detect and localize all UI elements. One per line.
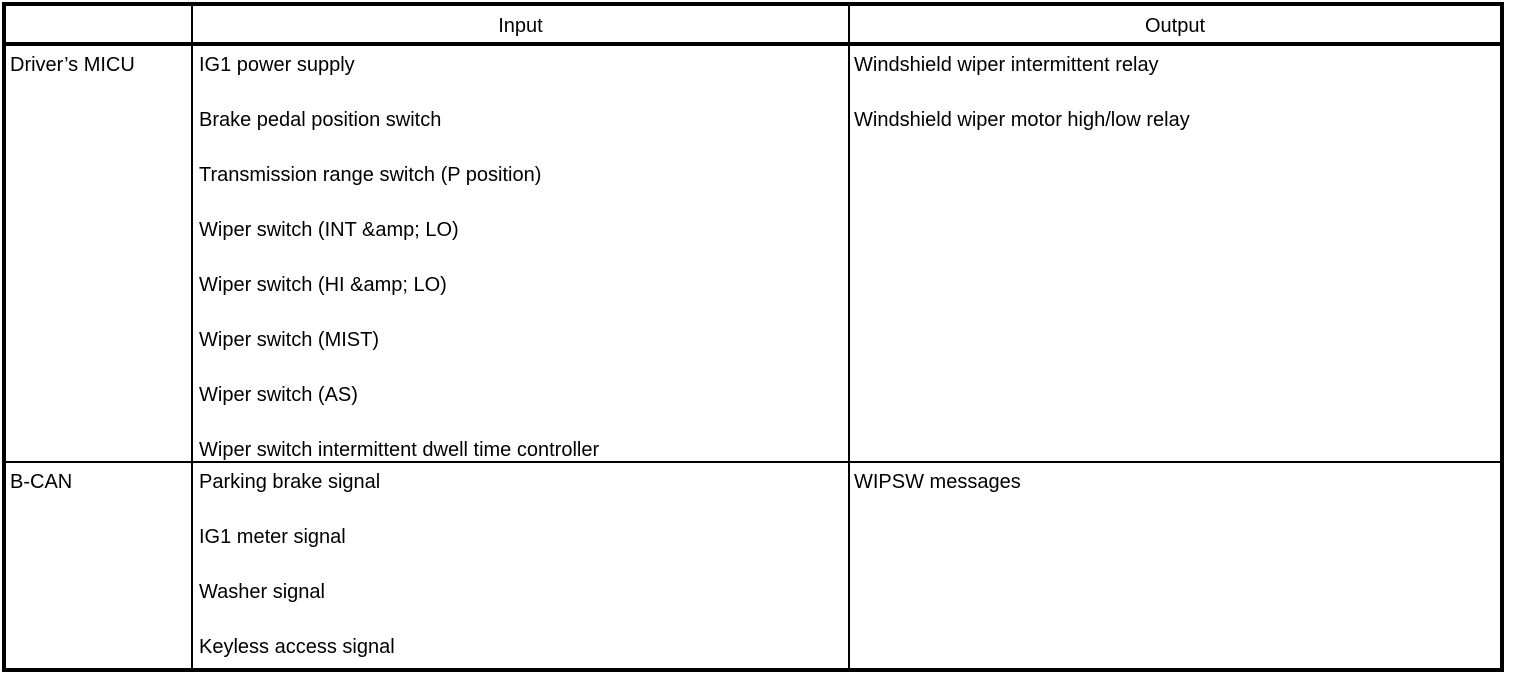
output-item-list: Windshield wiper intermittent relay Wind… bbox=[854, 52, 1500, 162]
table-body: Driver’s MICU IG1 power supply Brake ped… bbox=[6, 46, 1500, 668]
list-item: Wiper switch (INT &amp; LO) bbox=[199, 219, 459, 241]
list-item: Parking brake signal bbox=[199, 471, 381, 493]
column-header-module bbox=[6, 6, 191, 46]
input-item-list: Parking brake signal IG1 meter signal Wa… bbox=[199, 469, 848, 668]
list-item: Wiper switch intermittent dwell time con… bbox=[199, 439, 600, 461]
table-row: B-CAN Parking brake signal IG1 meter sig… bbox=[6, 463, 1500, 668]
list-item: WIPSW messages bbox=[854, 471, 1021, 493]
row-output-cell: Windshield wiper intermittent relay Wind… bbox=[848, 46, 1500, 461]
input-item-list: IG1 power supply Brake pedal position sw… bbox=[199, 52, 848, 461]
table-header-row: Input Output bbox=[6, 6, 1500, 46]
list-item: Windshield wiper intermittent relay bbox=[854, 54, 1159, 76]
row-output-cell: WIPSW messages bbox=[848, 463, 1500, 668]
table-row: Driver’s MICU IG1 power supply Brake ped… bbox=[6, 46, 1500, 463]
column-header-output: Output bbox=[848, 6, 1500, 46]
list-item: Windshield wiper motor high/low relay bbox=[854, 109, 1190, 131]
row-module-cell: B-CAN bbox=[6, 463, 191, 668]
list-item: Wiper switch (MIST) bbox=[199, 329, 379, 351]
row-input-cell: Parking brake signal IG1 meter signal Wa… bbox=[191, 463, 848, 668]
row-input-cell: IG1 power supply Brake pedal position sw… bbox=[191, 46, 848, 461]
list-item: Washer signal bbox=[199, 581, 325, 603]
list-item: Transmission range switch (P position) bbox=[199, 164, 542, 186]
list-item: Brake pedal position switch bbox=[199, 109, 442, 131]
row-module-cell: Driver’s MICU bbox=[6, 46, 191, 461]
module-label: Driver’s MICU bbox=[10, 54, 135, 76]
list-item: Keyless access signal bbox=[199, 636, 395, 658]
list-item: Wiper switch (AS) bbox=[199, 384, 358, 406]
list-item: IG1 meter signal bbox=[199, 526, 346, 548]
output-item-list: WIPSW messages bbox=[854, 469, 1500, 524]
module-label: B-CAN bbox=[10, 471, 73, 493]
list-item: Wiper switch (HI &amp; LO) bbox=[199, 274, 447, 296]
list-item: IG1 power supply bbox=[199, 54, 355, 76]
column-header-input: Input bbox=[191, 6, 848, 46]
